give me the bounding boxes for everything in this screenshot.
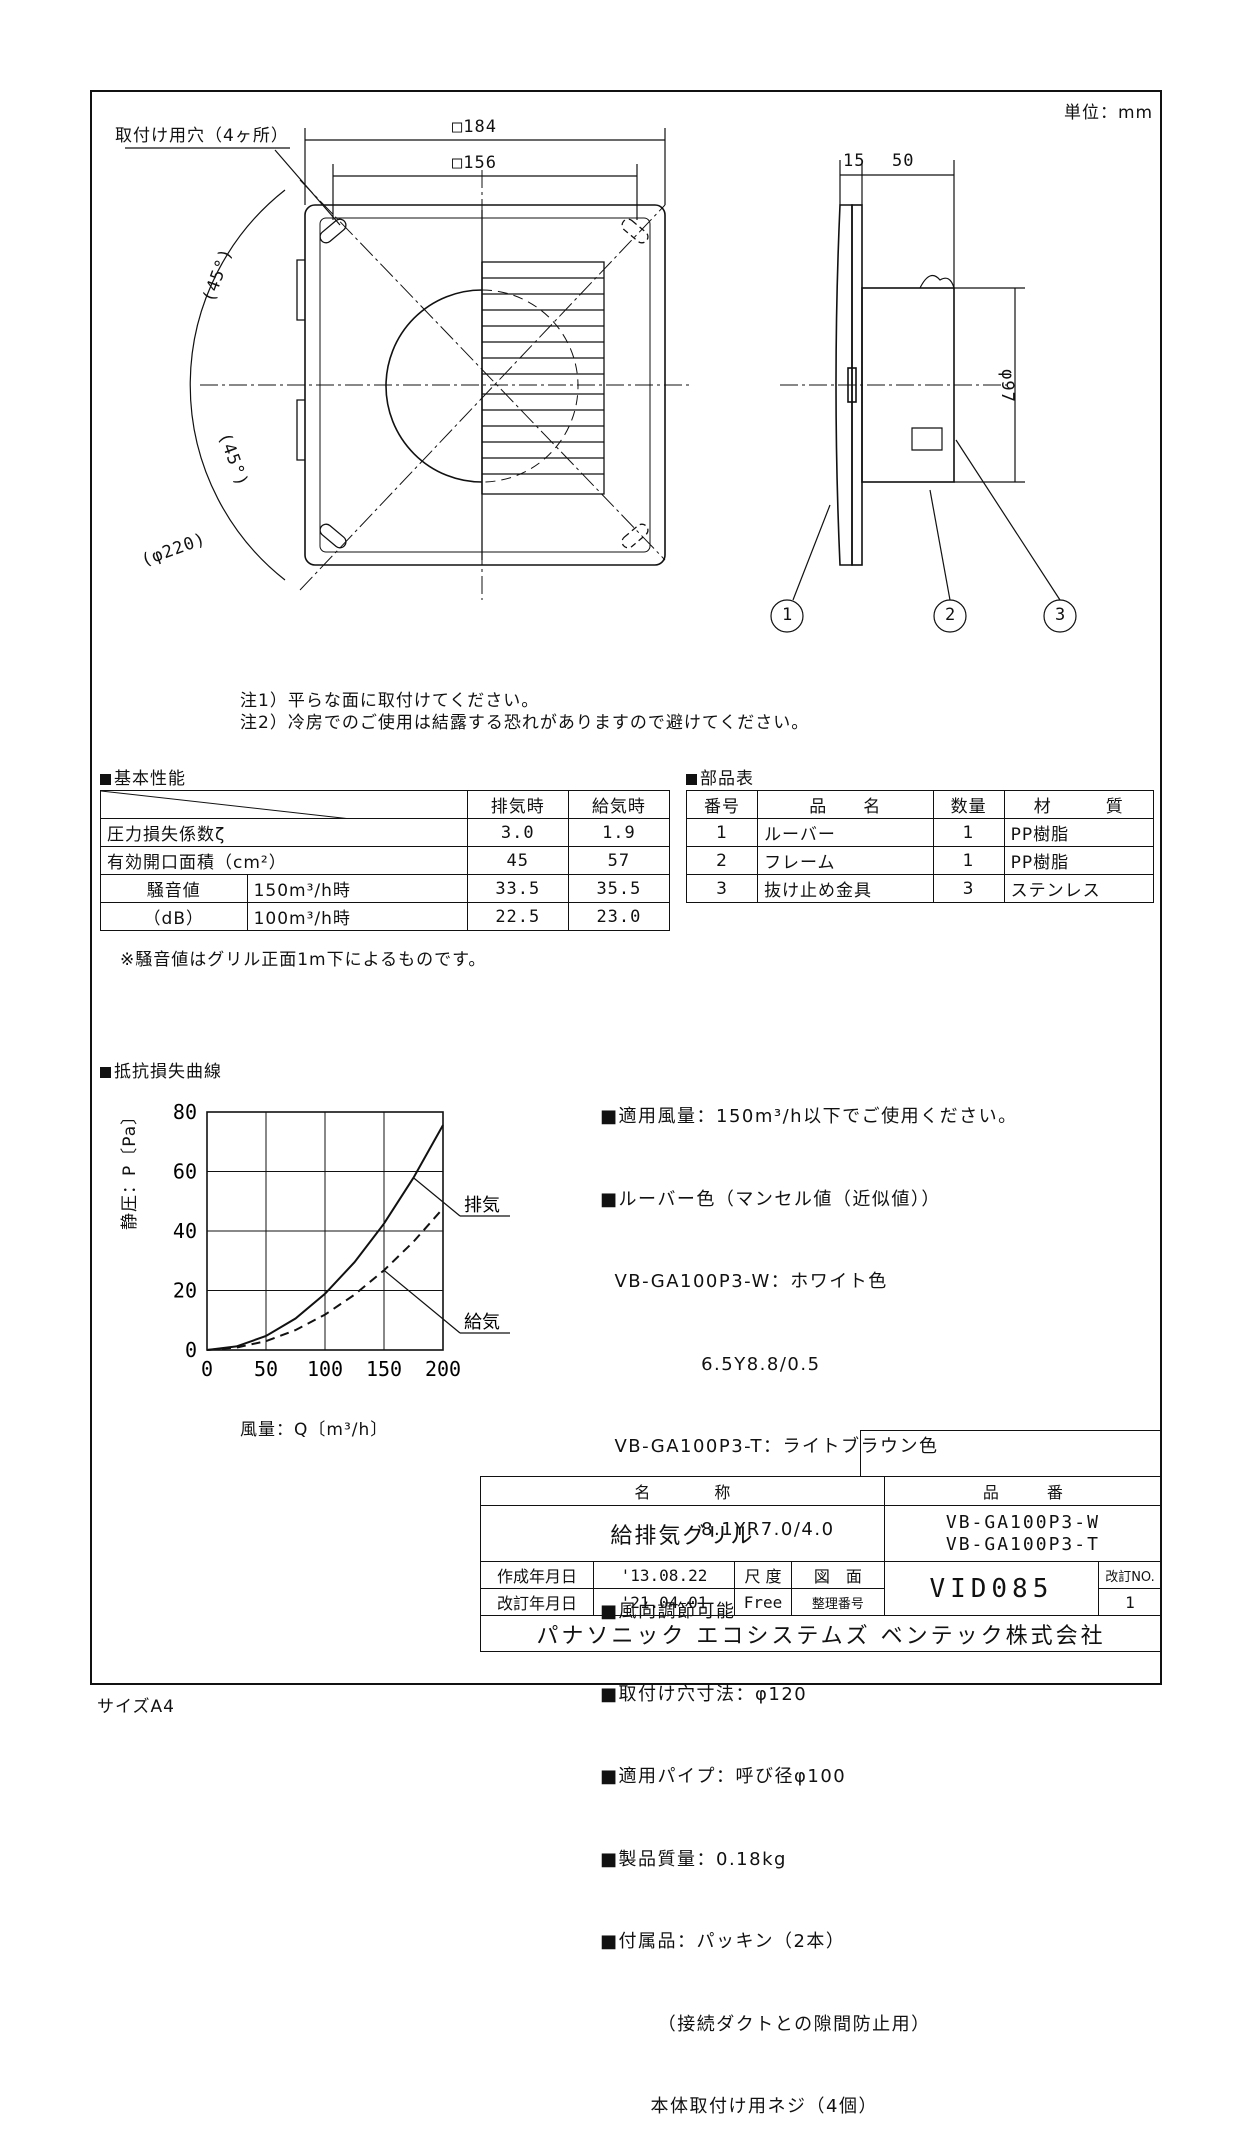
part-name: フレーム (757, 846, 934, 875)
x-tick-label: 200 (425, 1357, 461, 1381)
name-header: 名 称 (480, 1476, 885, 1506)
leader-line (383, 1269, 461, 1334)
title-block: 名 称 品 番 給排気グリル VB-GA100P3-W VB-GA100P3-T… (480, 1476, 1163, 1652)
side-dim-b: 50 (892, 151, 915, 171)
drawing-number: VID085 (883, 1561, 1100, 1616)
spec-line: 6.5Y8.8/0.5 (600, 1353, 821, 1375)
performance-footnote: ※騒音値はグリル正面1m下によるものです。 (120, 950, 487, 970)
series-supply-line (206, 1207, 444, 1351)
spec-line: ■適用パイプ：呼び径φ100 (600, 1766, 847, 1787)
noise-flow: 150m³/h時 (246, 874, 468, 903)
dim-inner: □156 (452, 153, 497, 173)
performance-title: 基本性能 (100, 764, 186, 789)
spec-line: ■製品質量：0.18kg (600, 1848, 787, 1870)
chart-title: 抵抗損失曲線 (100, 1057, 222, 1082)
callout-2: 2 (945, 605, 957, 625)
spec-line: （接続ダクトとの隙間防止用） (600, 2013, 931, 2035)
unit-label: 単位：mm (1064, 103, 1154, 123)
size-label: サイズA4 (97, 1697, 175, 1717)
created-label: 作成年月日 (480, 1561, 594, 1589)
part-name: 抜け止め金具 (757, 874, 934, 903)
part-name: ルーバー (757, 818, 934, 847)
y-tick-label: 0 (185, 1338, 197, 1362)
part-material: ステンレス (1003, 874, 1155, 903)
rev-label: 改訂NO. (1098, 1561, 1162, 1589)
performance-table: 排気時 給気時 圧力損失係数ζ 3.0 1.9 有効開口面積（cm²） 45 5… (100, 790, 671, 931)
parts-table: 番号 品 名 数量 材 質 1 ルーバー 1 PP樹脂 2 フレーム 1 PP樹… (685, 790, 1155, 903)
spec-line: ■ルーバー色（マンセル値（近似値）） (600, 1188, 941, 1210)
dim-outer: □184 (452, 117, 497, 137)
note-2: 注2）冷房でのご使用は結露する恐れがありますので避けてください。 (240, 713, 810, 733)
x-tick-label: 50 (254, 1357, 278, 1381)
spec-line: VB-GA100P3-W：ホワイト色 (600, 1271, 888, 1292)
part-qty: 1 (932, 846, 1005, 875)
part-no: 2 (685, 846, 759, 875)
callout-3: 3 (1055, 605, 1067, 625)
mount-hole-label: 取付け用穴（4ヶ所） (115, 126, 289, 146)
scale-value: Free (734, 1588, 792, 1616)
scale-label: 尺 度 (734, 1561, 792, 1589)
y-tick-label: 80 (173, 1100, 197, 1124)
spec-line: 本体取付け用ネジ（4個） (600, 2096, 879, 2117)
ref-label: 整理番号 (791, 1588, 885, 1616)
noise-flow: 100m³/h時 (246, 902, 468, 931)
cell-value: 57 (567, 846, 671, 875)
series-label: 給気 (464, 1312, 500, 1333)
revision-box (860, 1430, 1162, 1476)
chart-ylabel: 静圧：P〔Pa〕 (120, 1106, 140, 1230)
leader-line (413, 1177, 461, 1217)
note-1: 注1）平らな面に取付けてください。 (240, 691, 540, 711)
model-w: VB-GA100P3-W (945, 1511, 1100, 1533)
drawing-label: 図 面 (791, 1561, 885, 1589)
parts-header: 番号 (685, 790, 759, 819)
technical-drawing (125, 128, 1077, 633)
cell-value: 35.5 (567, 874, 671, 903)
part-qty: 3 (932, 874, 1005, 903)
y-tick-label: 40 (173, 1219, 197, 1243)
part-no: 3 (685, 874, 759, 903)
spec-line: ■付属品：パッキン（2本） (600, 1931, 846, 1952)
parts-header: 品 名 (757, 790, 934, 819)
y-tick-label: 20 (173, 1279, 197, 1303)
spec-line: ■適用風量：150m³/h以下でご使用ください。 (600, 1106, 1018, 1127)
revised-label: 改訂年月日 (480, 1588, 594, 1616)
model-t: VB-GA100P3-T (945, 1533, 1100, 1555)
cell-value: 3.0 (466, 818, 569, 847)
x-tick-label: 0 (201, 1357, 213, 1381)
drawing-frame (90, 90, 1162, 1685)
product-name: 給排気グリル (480, 1505, 885, 1562)
spec-line: VB-GA100P3-T：ライトブラウン色 (600, 1436, 939, 1457)
company-name: パナソニック エコシステムズ ベンテック株式会社 (480, 1615, 1162, 1652)
cell-value: 23.0 (567, 902, 671, 931)
number-header: 品 番 (883, 1476, 1163, 1506)
created-date: '13.08.22 (593, 1561, 735, 1589)
parts-header: 材 質 (1003, 790, 1155, 819)
rev-value: 1 (1098, 1588, 1162, 1616)
spec-line: ■取付け穴寸法：φ120 (600, 1683, 808, 1705)
series-label: 排気 (464, 1195, 500, 1216)
parts-title: 部品表 (686, 764, 754, 789)
x-tick-label: 100 (307, 1357, 343, 1381)
noise-unit-label: （dB） (100, 902, 248, 931)
cell-value: 45 (466, 846, 569, 875)
revised-date: '21.04.01 (593, 1588, 735, 1616)
cell-value: 1.9 (567, 818, 671, 847)
header-exhaust: 排気時 (466, 790, 569, 819)
y-tick-label: 60 (173, 1160, 197, 1184)
chart-xlabel: 風量：Q〔m³/h〕 (240, 1420, 389, 1440)
series-exhaust-line (206, 1124, 444, 1351)
x-tick-label: 150 (366, 1357, 402, 1381)
side-dim-a: 15 (843, 151, 866, 171)
callout-1: 1 (782, 605, 794, 625)
cell-value: 22.5 (466, 902, 569, 931)
